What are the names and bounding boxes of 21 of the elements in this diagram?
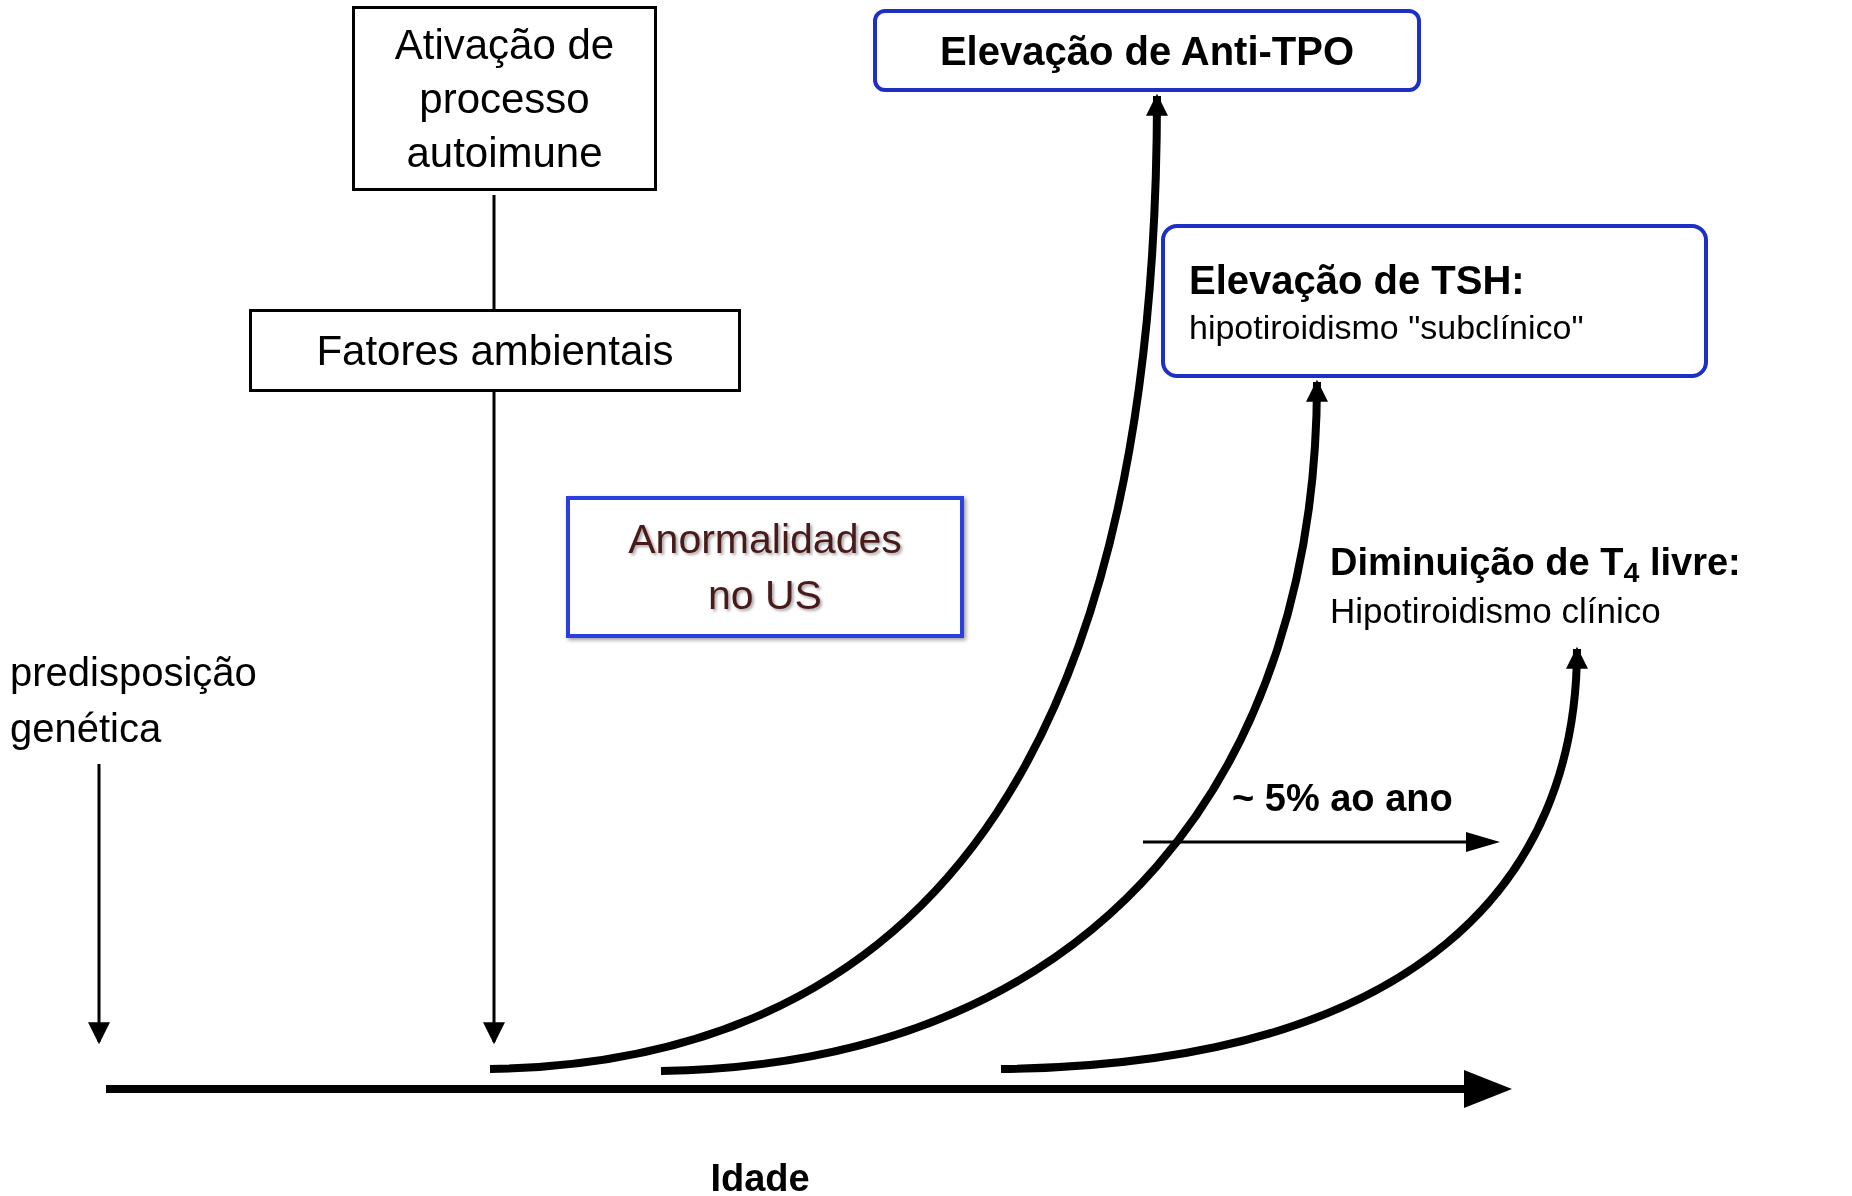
time-axis [106,1070,1512,1108]
curved-arrow [660,379,1328,1075]
node-title: Fatores ambientais [316,326,674,376]
status-box [1161,224,1708,378]
node-title: Elevação de Anti-TPO [939,27,1355,75]
curved-arrow [1000,646,1587,1073]
process-box [352,6,657,191]
node-title: Elevação de TSH: [1189,257,1526,304]
arrow [88,764,110,1045]
node-subtitle: Hipotiroidismo clínico [1330,590,1662,632]
node-title: predisposição genética [10,649,258,752]
process-box [249,309,741,392]
node-title: Diminuição de T$_{4}$ livre: [1330,540,1742,588]
node-title: Ativação de processo autoimune [393,19,616,178]
axis-label: Idade [709,1156,811,1196]
rate-label: ~ 5% ao ano [1232,776,1454,821]
node-title: Anormalidades no US [627,515,903,620]
arrow [483,396,505,1045]
status-box [873,9,1421,92]
finding-box [566,496,964,638]
node-subtitle: hipotiroidismo "subclínico" [1189,307,1585,348]
